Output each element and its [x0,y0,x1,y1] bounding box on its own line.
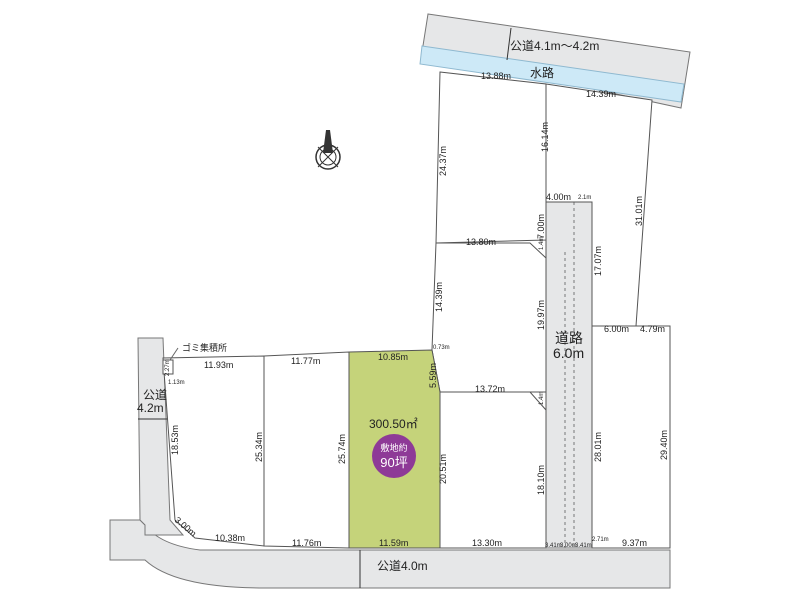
dim-label: 14.39m [586,89,616,99]
dim-small-label: 2.27m [165,359,171,376]
dim-small-label: 2.71m [592,537,609,543]
dim-label: 25.74m [337,434,347,464]
dim-small-label: 2.1m [578,195,591,201]
south-road-label: 公道4.0m [377,559,428,573]
west-road-width: 4.2m [137,401,164,415]
dim-small-label: 1.4m [539,392,545,405]
badge-line1: 敷地約 [380,442,407,453]
dim-label: 7.00m [536,214,546,239]
lot-east [591,325,671,549]
dim-label: 14.39m [434,282,444,312]
dim-label: 11.93m [204,360,233,370]
lot-south-center [439,391,547,549]
private-road [545,201,593,549]
dim-label: 18.53m [170,425,180,455]
dim-label: 5.59m [428,363,438,388]
dim-label: 13.88m [481,71,511,81]
waterway-label: 水路 [530,65,554,80]
area-badge: 敷地約 90坪 [372,434,416,478]
lot-north-west [435,71,547,244]
dim-label: 13.80m [466,237,496,247]
dim-label: 28.01m [593,432,603,462]
dim-small-label: 3.00m [560,543,577,549]
garbage-bay [162,359,174,375]
dim-label: 25.34m [254,432,264,462]
lot-far-west [162,355,265,547]
dim-label: 24.37m [438,146,448,176]
dim-small-label: 1.13m [168,380,185,386]
compass-icon [315,130,341,170]
dim-label: 11.77m [291,356,320,366]
garbage-label: ゴミ集積所 [182,342,227,353]
dim-small-label: 1.4m [539,237,545,250]
dim-label: 10.85m [378,352,408,362]
dim-label: 9.37m [622,538,647,548]
waterway [419,45,685,103]
dim-label: 4.79m [640,324,665,334]
dim-label: 20.51m [438,454,448,484]
private-road-label: 道路 [555,330,583,346]
private-road-width: 6.0m [553,345,584,361]
dim-label: 11.76m [292,538,321,548]
north-road-label: 公道4.1m～4.2m [510,39,599,53]
dim-label: 31.01m [634,196,644,226]
dim-label: 11.59m [379,538,408,548]
dim-label: 17.07m [593,246,603,276]
dim-label: 13.72m [475,384,505,394]
lot-area: 300.50㎡ [369,417,418,431]
west-road-label: 公道 [143,388,167,402]
dim-label: 10.38m [215,533,245,543]
dim-small-label: 3.41m [545,543,562,549]
dim-label: 19.97m [536,300,546,330]
badge-line2: 90坪 [380,455,407,470]
dim-label: 4.00m [546,192,571,202]
dim-label: 18.10m [536,465,546,495]
dim-small-label: 3.41m [575,543,592,549]
dim-label: 29.40m [659,430,669,460]
dim-label: 16.14m [540,122,550,152]
lot-mid [431,242,547,393]
dim-small-label: 0.73m [433,345,450,351]
north-road-width-marker [506,27,512,61]
dim-label: 6.00m [604,324,629,334]
dim-label: 13.30m [472,538,502,548]
